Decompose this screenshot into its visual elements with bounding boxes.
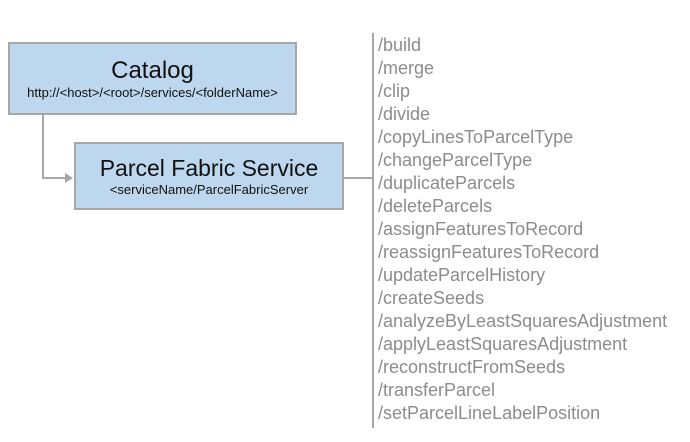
operation-item: /analyzeByLeastSquaresAdjustment bbox=[378, 311, 668, 331]
operation-item: /duplicateParcels bbox=[378, 173, 516, 193]
operations-list: /build/merge/clip/divide/copyLinesToParc… bbox=[378, 34, 688, 425]
connector-vertical-line bbox=[42, 114, 44, 178]
operation-item: /transferParcel bbox=[378, 380, 496, 400]
parcel-fabric-service-node: Parcel Fabric Service <serviceName/Parce… bbox=[74, 142, 344, 210]
operation-item: /build bbox=[378, 35, 422, 55]
operation-item: /applyLeastSquaresAdjustment bbox=[378, 334, 628, 354]
service-to-operations-line bbox=[344, 177, 373, 179]
operation-item: /copyLinesToParcelType bbox=[378, 127, 574, 147]
operation-item: /reconstructFromSeeds bbox=[378, 357, 566, 377]
arrow-right-icon bbox=[65, 173, 73, 183]
connector-horizontal-line bbox=[42, 177, 67, 179]
operation-item: /changeParcelType bbox=[378, 150, 533, 170]
operation-item: /merge bbox=[378, 58, 435, 78]
operation-item: /reassignFeaturesToRecord bbox=[378, 242, 600, 262]
operation-item: /deleteParcels bbox=[378, 196, 493, 216]
operation-item: /updateParcelHistory bbox=[378, 265, 546, 285]
operation-item: /assignFeaturesToRecord bbox=[378, 219, 584, 239]
operation-item: /createSeeds bbox=[378, 288, 485, 308]
catalog-url: http://<host>/<root>/services/<folderNam… bbox=[27, 84, 278, 100]
catalog-node: Catalog http://<host>/<root>/services/<f… bbox=[8, 42, 297, 115]
operation-item: /clip bbox=[378, 81, 411, 101]
operations-separator-line bbox=[372, 33, 374, 428]
service-url: <serviceName/ParcelFabricServer bbox=[109, 182, 309, 197]
catalog-title: Catalog bbox=[111, 56, 194, 84]
operation-item: /divide bbox=[378, 104, 431, 124]
operation-item: /setParcelLineLabelPosition bbox=[378, 403, 601, 423]
service-title: Parcel Fabric Service bbox=[99, 155, 319, 181]
